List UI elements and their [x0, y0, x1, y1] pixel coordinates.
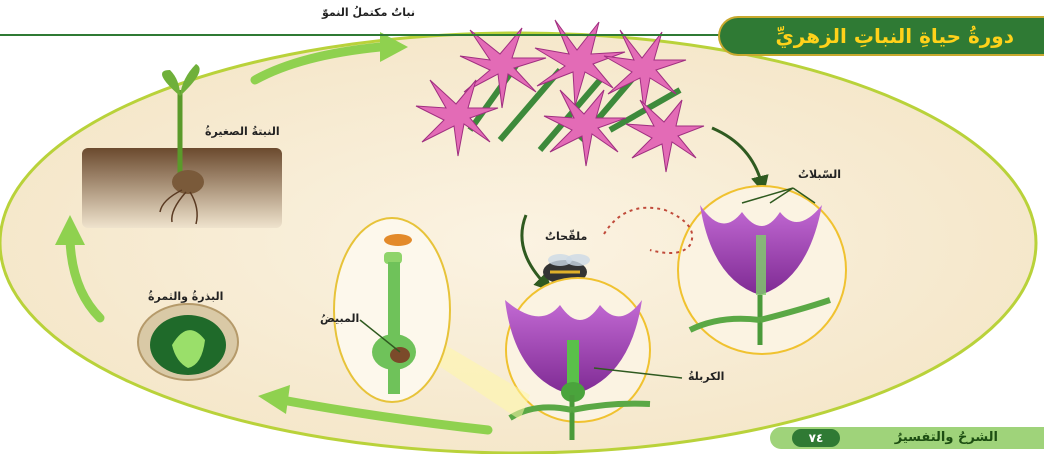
label-mature-plant: نباتٌ مكتملُ النموّ [322, 6, 415, 19]
label-sepals: السّبلاتُ [798, 168, 841, 181]
title-bar: دورةُ حياةِ النباتِ الزهريِّ [718, 16, 1044, 56]
page-number: ٧٤ [792, 429, 840, 447]
diagram-title: دورةُ حياةِ النباتِ الزهريِّ [775, 24, 1014, 48]
footer-bar: الشرحُ والتفسيرُ ٧٤ [770, 427, 1044, 449]
seed-fruit-illustration [138, 304, 238, 380]
label-pistil: الكربلةُ [688, 370, 724, 383]
title-rule [0, 34, 720, 36]
label-ovary: المبيضُ [320, 312, 359, 325]
footer-section: الشرحُ والتفسيرُ [895, 430, 998, 445]
label-seedling: النبتةُ الصغيرةُ [205, 125, 280, 138]
label-seed-fruit: البذرةُ والثمرةُ [148, 290, 223, 303]
label-pollinators: ملقّحاتٌ [545, 230, 587, 243]
flower-sepals-illustration [678, 186, 846, 354]
